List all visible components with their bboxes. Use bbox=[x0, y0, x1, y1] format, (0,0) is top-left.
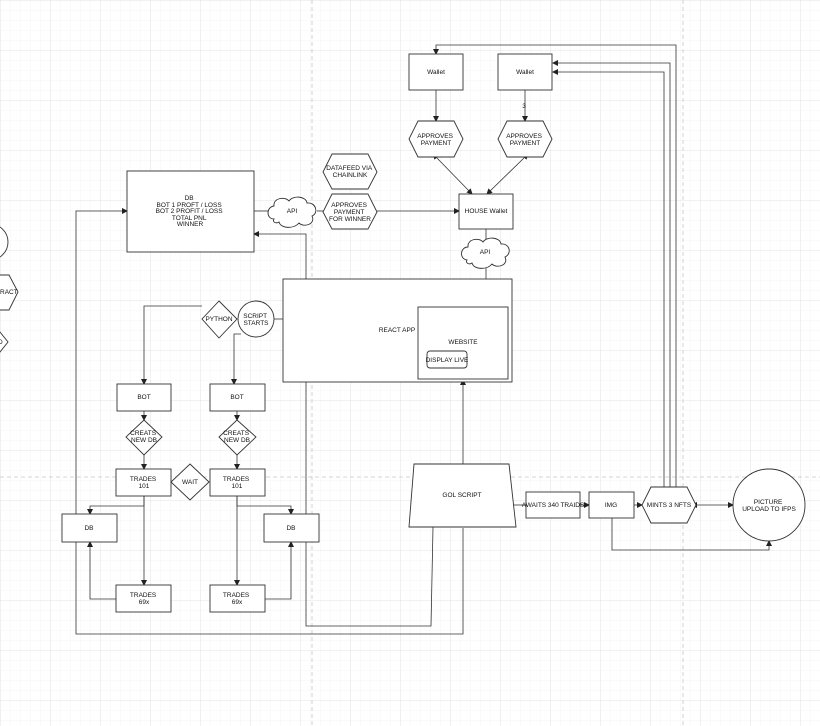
api-cloud[interactable] bbox=[267, 196, 317, 228]
approves-payment-hexagon[interactable] bbox=[497, 120, 553, 158]
node-label: CREATS NEW DB bbox=[130, 430, 158, 444]
node-label: DB bbox=[84, 525, 93, 532]
img-node[interactable] bbox=[588, 491, 635, 519]
node-label: DB bbox=[286, 525, 295, 532]
node-labels: Wallet Wallet APPROVES PAYMENT APPROVES … bbox=[0, 69, 796, 606]
python-diamond[interactable] bbox=[201, 300, 238, 339]
house-wallet-node[interactable] bbox=[458, 193, 514, 230]
node-label: RACT bbox=[0, 289, 18, 296]
node-label: APPROVES PAYMENT FOR WINNER bbox=[329, 202, 371, 223]
node-label: Wallet bbox=[516, 69, 534, 76]
node-label: APPROVES PAYMENT bbox=[417, 133, 455, 147]
node-label: BOT bbox=[230, 394, 243, 401]
partial-hexagon-node[interactable] bbox=[0, 274, 19, 311]
trades-node[interactable] bbox=[115, 468, 172, 497]
node-label: DB BOT 1 PROFT / LOSS BOT 2 PROFIT / LOS… bbox=[156, 195, 225, 228]
node-label: TRADES 69x bbox=[223, 592, 251, 606]
db-node[interactable] bbox=[61, 513, 118, 543]
wallet-node[interactable] bbox=[408, 53, 464, 91]
node-label: REACT APP bbox=[379, 327, 415, 334]
datafeed-hexagon[interactable] bbox=[322, 153, 378, 190]
edge-label: 3 bbox=[522, 103, 526, 110]
node-label: PYTHON bbox=[205, 316, 232, 323]
api-cloud[interactable] bbox=[461, 237, 510, 269]
gol-script-trapezoid[interactable] bbox=[408, 463, 517, 528]
node-label: HOUSE Wallet bbox=[465, 208, 508, 215]
node-label: IMG bbox=[605, 502, 617, 509]
script-starts-circle[interactable] bbox=[237, 300, 275, 338]
node-label: API bbox=[287, 208, 298, 215]
node-label: CREATS NEW DB bbox=[223, 430, 251, 444]
node-label: DISPLAY LIVE bbox=[426, 357, 469, 364]
node-label: DATAFEED VIA CHAINLINK bbox=[326, 165, 373, 179]
node-label: SCRIPT STARTS bbox=[243, 313, 269, 327]
bot-node[interactable] bbox=[116, 383, 172, 412]
node-label: D bbox=[0, 339, 3, 346]
node-label: PICTURE UPLOAD TO IFPS bbox=[742, 499, 796, 513]
node-label: TRADES 101 bbox=[223, 476, 251, 490]
approves-payment-hexagon[interactable] bbox=[408, 120, 464, 158]
wallet-node[interactable] bbox=[497, 53, 553, 91]
node-label: API bbox=[480, 249, 491, 256]
nodes bbox=[0, 53, 806, 613]
node-label: TRADES 101 bbox=[130, 476, 158, 490]
trades-node[interactable] bbox=[209, 468, 266, 497]
node-label: TRADES 69x bbox=[130, 592, 158, 606]
node-label: APPROVES PAYMENT bbox=[506, 133, 544, 147]
partial-diamond-node[interactable] bbox=[0, 331, 9, 353]
node-label: GOL SCRIPT bbox=[442, 492, 481, 499]
partial-circle-node[interactable] bbox=[0, 224, 9, 260]
db-main-node[interactable] bbox=[126, 170, 255, 253]
mints-hexagon[interactable] bbox=[641, 486, 697, 524]
trades-node[interactable] bbox=[209, 584, 266, 613]
bot-node[interactable] bbox=[209, 383, 266, 412]
node-label: WAIT bbox=[182, 479, 198, 486]
picture-circle[interactable] bbox=[732, 468, 806, 542]
connectors bbox=[75, 44, 772, 635]
node-label: BOT bbox=[137, 394, 150, 401]
trades-node[interactable] bbox=[115, 584, 172, 613]
approves-winner-hexagon[interactable] bbox=[322, 193, 378, 230]
node-label: Wallet bbox=[427, 69, 445, 76]
node-label: MINTS 3 NFTS bbox=[647, 502, 692, 509]
creates-db-diamond[interactable] bbox=[218, 419, 257, 456]
creates-db-diamond[interactable] bbox=[125, 419, 163, 456]
awaits-node[interactable] bbox=[525, 491, 581, 519]
node-label: AWAITS 340 TRAIDS bbox=[522, 502, 585, 509]
node-label: WEBSITE bbox=[448, 339, 478, 346]
display-live-button[interactable] bbox=[426, 350, 468, 369]
db-node[interactable] bbox=[263, 513, 320, 543]
wait-diamond[interactable] bbox=[170, 463, 210, 501]
